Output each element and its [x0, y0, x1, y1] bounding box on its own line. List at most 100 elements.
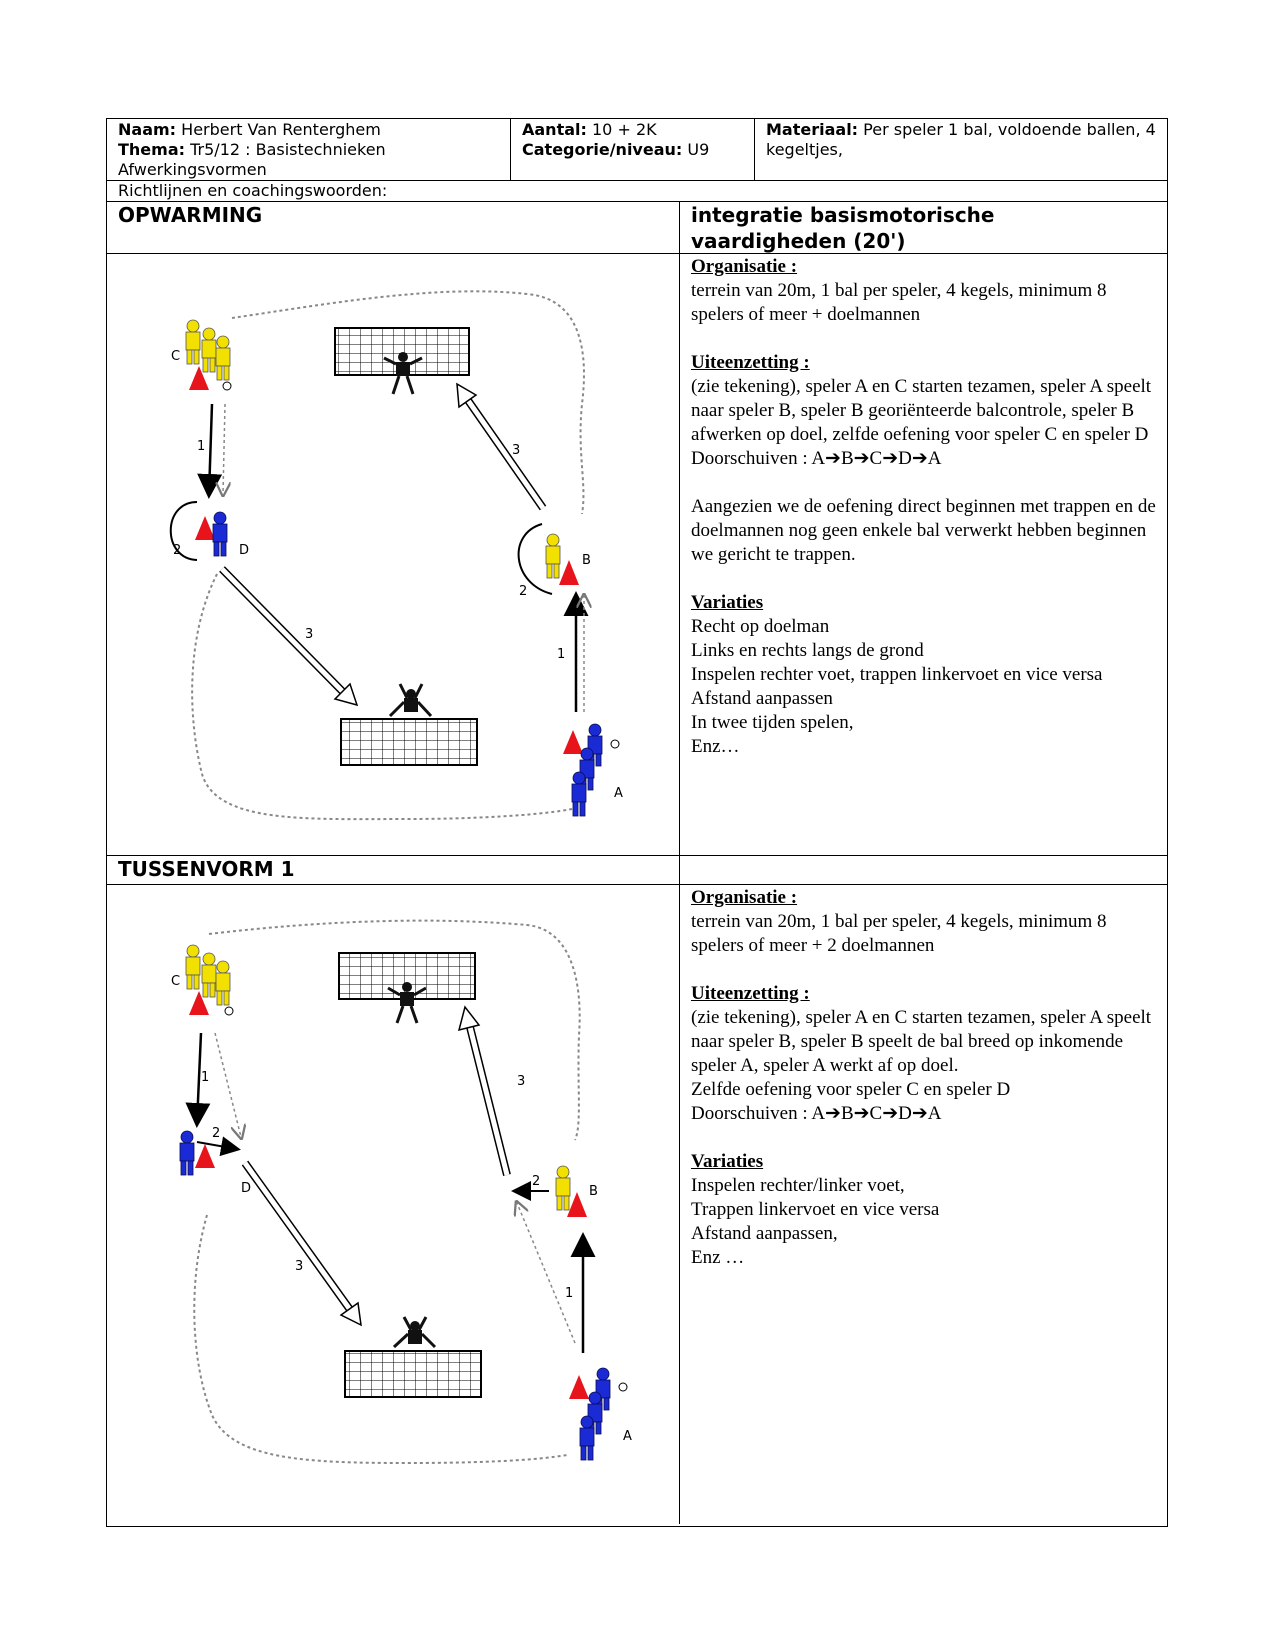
pass-arrow [185, 1032, 211, 1128]
uiteenzetting-line: Doorschuiven : A➔B➔C➔D➔A [691, 448, 942, 469]
label-a: A [614, 786, 623, 801]
run-arrow [223, 403, 225, 494]
run-arrow [214, 1032, 241, 1137]
goal-bottom [344, 1350, 482, 1398]
goal-bottom [340, 718, 478, 766]
organisatie-text: terrein van 20m, 1 bal per speler, 4 keg… [691, 911, 1107, 956]
players-group-c [185, 319, 232, 391]
player-d [195, 511, 228, 557]
label-d: D [241, 1181, 251, 1196]
pass-arrow [196, 1136, 241, 1157]
goalkeeper-top [387, 982, 427, 1024]
variaties-heading: Variaties [691, 1151, 764, 1172]
label-3: 3 [295, 1259, 303, 1274]
label-2b: 2 [519, 584, 527, 599]
uiteenzetting-heading: Uiteenzetting : [691, 983, 810, 1004]
section1-subtitle: integratie basismotorische vaardigheden … [691, 203, 995, 253]
players-group-c [185, 944, 234, 1016]
label-1b: 1 [557, 647, 565, 662]
thema-label: Thema: [118, 140, 186, 159]
label-c: C [171, 349, 180, 364]
aantal-value: 10 + 2K [592, 120, 657, 139]
header-aantal-cell: Aantal: 10 + 2K Categorie/niveau: U9 [522, 120, 747, 160]
note-text: Aangezien we de oefening direct beginnen… [691, 496, 1156, 565]
variatie-item: Inspelen rechter voet, trappen linkervoe… [691, 664, 1103, 685]
shot-arrow [457, 1005, 511, 1176]
variatie-item: Inspelen rechter/linker voet, [691, 1175, 905, 1196]
shot-arrow [456, 382, 547, 511]
cone [189, 366, 209, 390]
organisatie-heading: Organisatie : [691, 256, 798, 277]
materiaal-value: Per speler 1 bal, voldoende ballen, 4 ke… [766, 120, 1156, 159]
variatie-item: Afstand aanpassen, [691, 1223, 838, 1244]
naam-label: Naam: [118, 120, 177, 139]
goal-top [338, 952, 476, 1000]
label-a: A [623, 1429, 632, 1444]
divider [510, 118, 511, 180]
player-b [555, 1165, 587, 1217]
label-b: B [589, 1184, 598, 1199]
uiteenzetting-line: (zie tekening), speler A en C starten te… [691, 376, 1152, 445]
goalkeeper-bottom [388, 683, 433, 718]
shot-arrow [241, 1160, 362, 1327]
uiteenzetting-line: (zie tekening), speler A en C starten te… [691, 1007, 1152, 1076]
divider [106, 855, 1168, 856]
pass-arrow [197, 403, 223, 499]
section2-title: TUSSENVORM 1 [118, 857, 295, 881]
players-group-a [563, 723, 620, 817]
divider [679, 201, 680, 1524]
variatie-item: Enz … [691, 1247, 745, 1268]
label-1: 1 [197, 439, 205, 454]
running-path [208, 919, 581, 1141]
label-3b: 3 [512, 443, 520, 458]
divider [106, 201, 1168, 202]
label-c: C [171, 974, 180, 989]
header-naam-cell: Naam: Herbert Van Renterghem Thema: Tr5/… [118, 120, 503, 180]
label-1b: 1 [565, 1286, 573, 1301]
running-path [193, 1214, 568, 1465]
label-3: 3 [305, 627, 313, 642]
richtlijnen-label: Richtlijnen en coachingswoorden: [118, 181, 388, 200]
label-d: D [239, 543, 249, 558]
categorie-value: U9 [687, 140, 710, 159]
label-3b: 3 [517, 1074, 525, 1089]
training-sheet: Naam: Herbert Van Renterghem Thema: Tr5/… [106, 118, 1168, 1527]
label-1: 1 [201, 1070, 209, 1085]
goalkeeper-top [383, 352, 423, 395]
naam-value: Herbert Van Renterghem [181, 120, 381, 139]
divider [106, 253, 1168, 254]
running-path [231, 290, 585, 515]
sheet-frame [106, 118, 1168, 1527]
variatie-item: Recht op doelman [691, 616, 830, 637]
drill-diagram-1: C 1 2 D 3 B 2 [169, 290, 623, 821]
section2-description: Organisatie : terrein van 20m, 1 bal per… [691, 886, 1161, 1270]
uiteenzetting-line: Zelfde oefening voor speler C en speler … [691, 1079, 1011, 1100]
label-b: B [582, 553, 591, 568]
player-b [545, 533, 579, 585]
dribble-curve [169, 501, 198, 561]
players-group-a [569, 1367, 628, 1461]
run-arrow [517, 1203, 576, 1344]
variatie-item: Links en rechts langs de grond [691, 640, 924, 661]
label-2: 2 [212, 1126, 220, 1141]
label-2b: 2 [532, 1174, 540, 1189]
drill-diagram-2: C 1 2 D 3 B 2 [171, 919, 632, 1465]
ball [222, 381, 232, 391]
player-d [179, 1130, 215, 1176]
variatie-item: Afstand aanpassen [691, 688, 833, 709]
dribble-curve [517, 523, 553, 595]
running-path [191, 573, 573, 821]
materiaal-label: Materiaal: [766, 120, 859, 139]
divider [106, 180, 1168, 181]
divider [106, 884, 1168, 885]
header-materiaal-cell: Materiaal: Per speler 1 bal, voldoende b… [766, 120, 1156, 160]
variatie-item: Trappen linkervoet en vice versa [691, 1199, 940, 1220]
label-2: 2 [173, 543, 181, 558]
variatie-item: Enz… [691, 736, 740, 757]
aantal-label: Aantal: [522, 120, 587, 139]
shot-arrow [219, 566, 359, 707]
variatie-item: In twee tijden spelen, [691, 712, 854, 733]
section1-description: Organisatie : terrein van 20m, 1 bal per… [691, 255, 1161, 759]
uiteenzetting-heading: Uiteenzetting : [691, 352, 810, 373]
categorie-label: Categorie/niveau: [522, 140, 683, 159]
